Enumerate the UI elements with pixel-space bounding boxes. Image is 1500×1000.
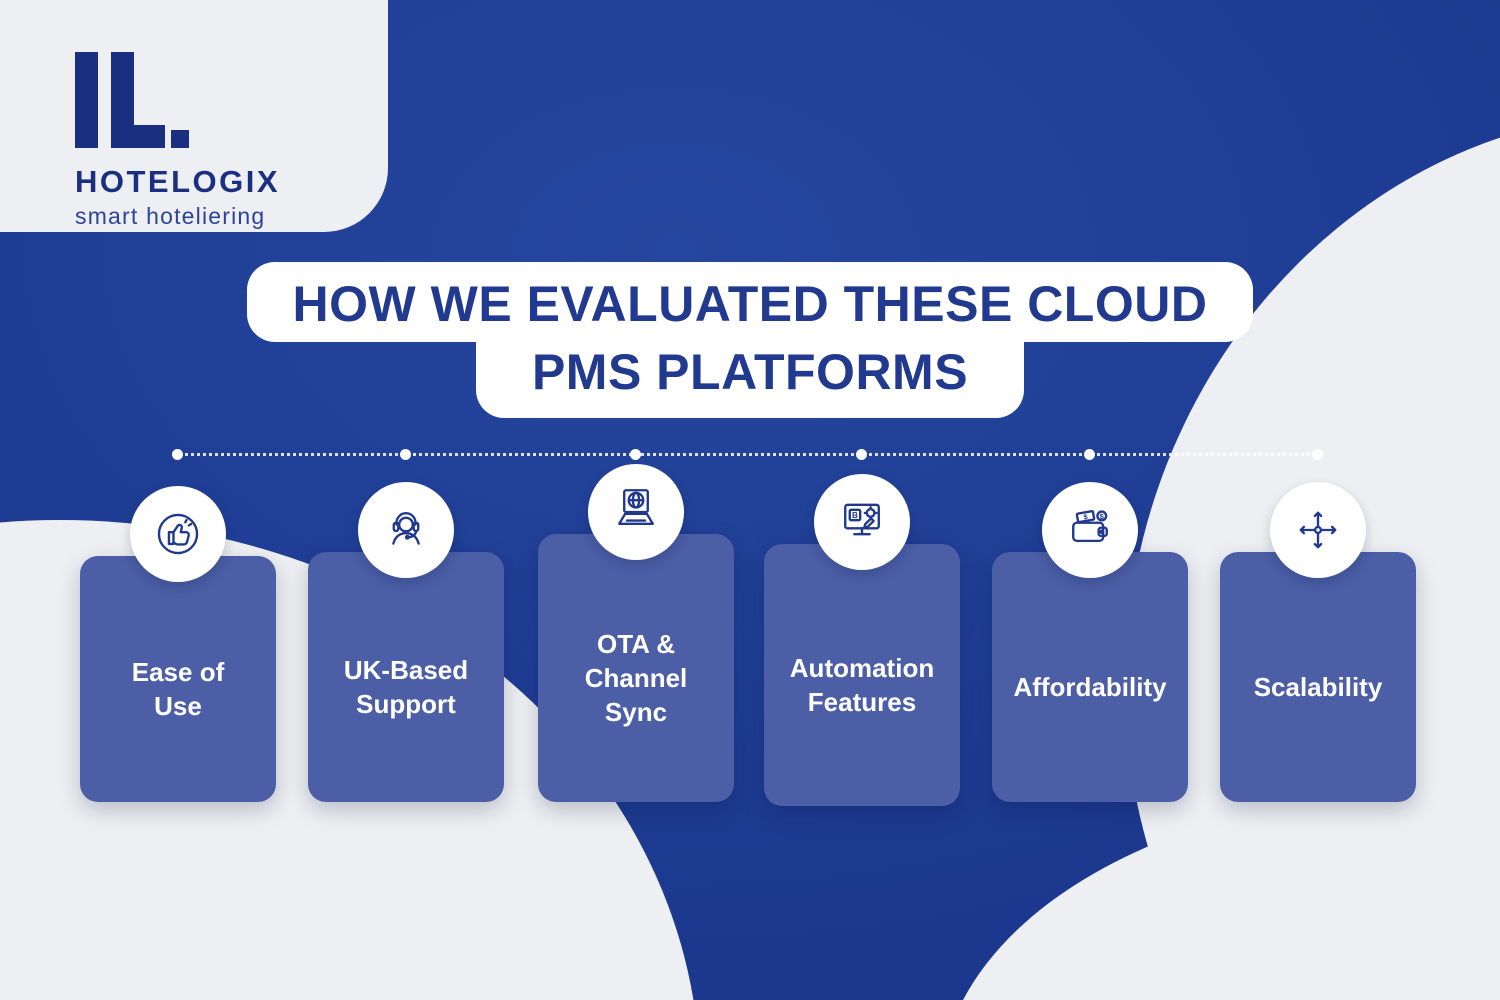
laptop-globe-sync-icon xyxy=(588,464,684,560)
brand-tagline: smart hoteliering xyxy=(75,203,266,229)
criteria-label: Scalability xyxy=(1254,649,1383,705)
logo-period xyxy=(171,130,189,148)
connector-dot xyxy=(1312,449,1323,460)
logo-bar xyxy=(75,52,98,148)
criteria-card-scalability: Scalability xyxy=(1220,482,1416,802)
hotelogix-logo: HOTELOGIX smart hoteliering xyxy=(75,52,280,230)
criteria-label-line: Ease of xyxy=(131,657,225,688)
criteria-label-line: Use xyxy=(154,691,202,721)
thumbs-up-icon xyxy=(130,486,226,582)
criteria-label: Affordability xyxy=(1013,649,1166,705)
criteria-label-line: Features xyxy=(807,687,917,717)
background-shape-bottom-right xyxy=(940,790,1500,1000)
automation-screen-icon: B xyxy=(814,474,910,570)
criteria-label-line: Scalability xyxy=(1253,672,1383,703)
criteria-label-line: Channel xyxy=(584,663,688,694)
page-title-line2: PMS PLATFORMS xyxy=(475,342,1025,418)
criteria-label-line: Sync xyxy=(604,696,668,727)
criteria-card-ease-of-use: Ease of Use xyxy=(80,486,276,802)
logo-bar xyxy=(111,52,134,148)
criteria-label: OTA & Channel Sync xyxy=(585,606,688,729)
criteria-card-affordability: $ $ Affordability xyxy=(992,482,1188,802)
brand-name: HOTELOGIX xyxy=(75,164,281,199)
criteria-card-automation-features: B Automation Features xyxy=(764,474,960,806)
dotted-connector-line xyxy=(178,453,1318,456)
connector-dot xyxy=(172,449,183,460)
criteria-label: UK-Based Support xyxy=(344,632,468,722)
connector-dot xyxy=(400,449,411,460)
connector-dot xyxy=(856,449,867,460)
criteria-label: Automation Features xyxy=(790,630,934,720)
hotelogix-logo-mark-icon xyxy=(75,52,191,148)
criteria-card-uk-based-support: UK-Based Support xyxy=(308,482,504,802)
svg-text:$: $ xyxy=(1100,512,1105,521)
criteria-card-ota-channel-sync: OTA & Channel Sync xyxy=(538,464,734,802)
wallet-money-icon: $ $ xyxy=(1042,482,1138,578)
connector-dot xyxy=(630,449,641,460)
criteria-label-line: Automation xyxy=(789,653,935,684)
headset-support-icon xyxy=(358,482,454,578)
page-title-line1: HOW WE EVALUATED THESE CLOUD xyxy=(246,262,1254,342)
expand-arrows-icon xyxy=(1270,482,1366,578)
logo-foot xyxy=(111,125,165,148)
criteria-label-line: Affordability xyxy=(1013,672,1167,703)
title-banner: HOW WE EVALUATED THESE CLOUD PMS PLATFOR… xyxy=(0,262,1500,418)
connector-dot xyxy=(1084,449,1095,460)
background-shape-top-left xyxy=(0,0,388,232)
criteria-label-line: OTA & xyxy=(596,629,675,660)
svg-text:B: B xyxy=(852,511,858,520)
criteria-label: Ease of Use xyxy=(132,634,225,724)
criteria-label-line: Support xyxy=(356,689,456,719)
criteria-label-line: UK-Based xyxy=(343,655,469,686)
svg-text:$: $ xyxy=(1083,512,1089,522)
